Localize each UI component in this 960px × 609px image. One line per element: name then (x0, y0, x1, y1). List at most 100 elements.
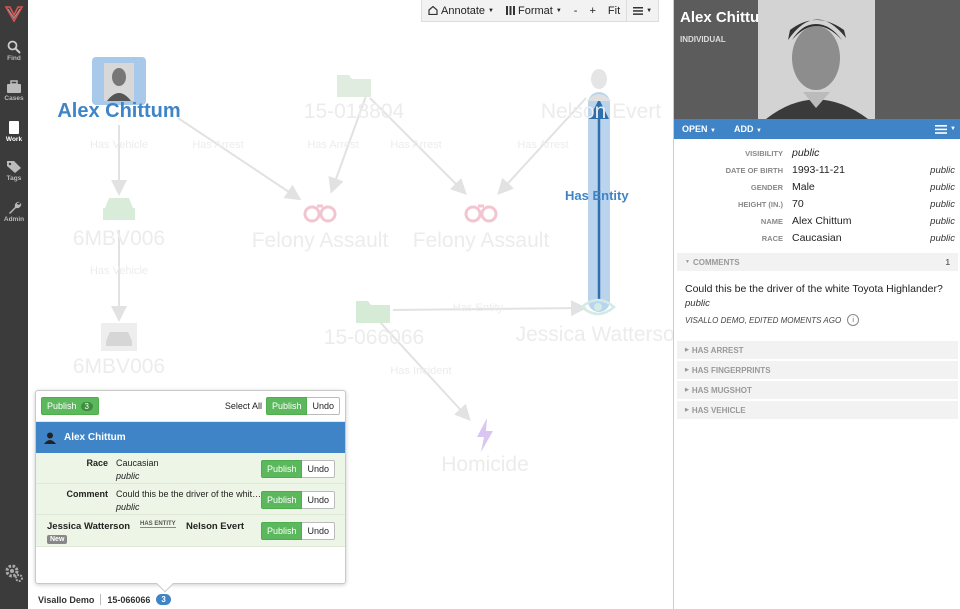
publish-row-undo-button[interactable]: Undo (302, 460, 335, 478)
publish-all-label: Publish (47, 401, 77, 411)
property-name[interactable]: NAME Alex Chittum public (674, 213, 960, 230)
folder-icon[interactable] (355, 296, 391, 324)
node-label-felony-assault-1[interactable]: Felony Assault (251, 229, 389, 252)
nav-admin[interactable]: Admin (0, 198, 28, 234)
section-has-fingerprints[interactable]: ▶ HAS FINGERPRINTS (677, 361, 958, 379)
property-visibility[interactable]: VISIBILITY public (674, 145, 960, 162)
zoom-in-button[interactable]: + (583, 0, 601, 22)
lightning-bolt-icon[interactable] (475, 418, 495, 452)
node-label-jessica-watterson[interactable]: Jessica Watterson (515, 323, 687, 346)
publish-row-relation: Jessica Watterson HAS ENTITY Nelson Ever… (36, 515, 345, 547)
person-silhouette-icon (44, 432, 56, 444)
nav-cases[interactable]: Cases (0, 78, 28, 114)
car-icon[interactable] (101, 194, 137, 224)
section-has-arrest[interactable]: ▶ HAS ARREST (677, 341, 958, 359)
zoom-out-button[interactable]: - (568, 0, 584, 22)
open-menu-button[interactable]: OPEN ▼ (682, 124, 716, 134)
publish-row-publish-button[interactable]: Publish (260, 491, 303, 509)
zoom-out-label: - (573, 4, 578, 17)
wrench-icon (8, 201, 21, 214)
publish-count-badge: 3 (80, 401, 93, 411)
home-icon (428, 6, 438, 15)
publish-row-race: Race Caucasian public Publish Undo (36, 453, 345, 484)
publish-row-toggle: Publish Undo (260, 491, 335, 509)
person-icon[interactable] (586, 67, 612, 101)
visallo-logo-icon[interactable] (4, 4, 24, 24)
property-value: 70 (792, 198, 804, 210)
publish-entity-name: Alex Chittum (64, 432, 126, 443)
comment-item: Could this be the driver of the white To… (685, 283, 955, 326)
property-height[interactable]: HEIGHT (IN.) 70 public (674, 196, 960, 213)
node-label-homicide[interactable]: Homicide (441, 453, 529, 476)
comments-label: COMMENTS (692, 257, 740, 267)
footer-count-badge[interactable]: 3 (156, 594, 171, 605)
format-button[interactable]: Format ▼ (500, 0, 568, 22)
property-key: VISIBILITY (745, 149, 783, 158)
property-list: VISIBILITY public DATE OF BIRTH 1993-11-… (674, 145, 960, 247)
relation-source: Jessica Watterson (47, 521, 131, 532)
nav-work[interactable]: Work (0, 118, 28, 154)
select-all-publish-button[interactable]: Publish (265, 397, 308, 415)
node-label-case-1[interactable]: 15-018804 (303, 100, 405, 123)
folder-icon[interactable] (336, 70, 372, 98)
gears-icon[interactable] (4, 562, 24, 582)
section-has-vehicle[interactable]: ▶ HAS VEHICLE (677, 401, 958, 419)
property-gender[interactable]: GENDER Male public (674, 179, 960, 196)
property-date-of-birth[interactable]: DATE OF BIRTH 1993-11-21 public (674, 162, 960, 179)
publish-entity-header[interactable]: Alex Chittum (36, 422, 345, 453)
property-visibility-value: public (930, 233, 955, 244)
edge-has-arrest-3 (369, 97, 467, 195)
publish-row-publish-button[interactable]: Publish (260, 460, 303, 478)
graph-menu-button[interactable]: ▼ (626, 0, 658, 22)
publish-all-button[interactable]: Publish 3 (41, 397, 99, 415)
publish-row-visibility: public (116, 471, 140, 481)
fit-button[interactable]: Fit (602, 0, 626, 22)
add-menu-button[interactable]: ADD ▼ (734, 124, 762, 134)
comments-section-header[interactable]: ▼ COMMENTS 1 (677, 253, 958, 271)
nav-tags[interactable]: Tags (0, 158, 28, 194)
format-label: Format (518, 4, 553, 17)
node-label-case-2[interactable]: 15-066066 (323, 326, 425, 349)
car-photo-icon[interactable] (101, 323, 137, 351)
publish-row-toggle: Publish Undo (260, 522, 335, 540)
publish-row-comment: Comment Could this be the driver of the … (36, 484, 345, 515)
publish-row-undo-button[interactable]: Undo (302, 522, 335, 540)
comment-author-time: VISALLO DEMO, EDITED MOMENTS AGO (685, 315, 842, 325)
nav-find-label: Find (7, 55, 21, 62)
publish-row-toggle: Publish Undo (260, 460, 335, 478)
select-all-label: Select All (224, 401, 262, 411)
nav-find[interactable]: Find (0, 38, 28, 74)
comment-visibility: public (685, 298, 710, 309)
annotate-button[interactable]: Annotate ▼ (422, 0, 500, 22)
node-label-vehicle-2[interactable]: 6MBV006 (72, 355, 166, 378)
property-race[interactable]: RACE Caucasian public (674, 230, 960, 247)
footer-user[interactable]: Visallo Demo (38, 594, 95, 605)
property-key: RACE (761, 234, 783, 243)
comment-meta: VISALLO DEMO, EDITED MOMENTS AGO i (685, 314, 955, 326)
selected-edge-label[interactable]: Has Entity (565, 188, 629, 203)
mugshot-photo[interactable] (758, 0, 875, 119)
eye-icon[interactable] (580, 297, 616, 317)
handcuffs-icon[interactable] (301, 196, 339, 226)
node-label-alex-chittum[interactable]: Alex Chittum (57, 100, 181, 122)
node-label-vehicle-1[interactable]: 6MBV006 (72, 227, 166, 250)
section-has-mugshot[interactable]: ▶ HAS MUGSHOT (677, 381, 958, 399)
node-alex-chittum-photo[interactable] (92, 57, 146, 105)
handcuffs-icon[interactable] (462, 196, 500, 226)
edge-label-has-entity-2: Has Entity (452, 302, 504, 314)
person-photo-icon (104, 63, 134, 101)
triangle-down-icon: ▼ (685, 259, 690, 265)
footer-case[interactable]: 15-066066 (107, 594, 151, 605)
node-label-felony-assault-2[interactable]: Felony Assault (412, 229, 550, 252)
info-icon[interactable]: i (847, 314, 860, 326)
inspector-menu-button[interactable]: ▼ (935, 124, 956, 134)
publish-row-publish-button[interactable]: Publish (260, 522, 303, 540)
nav-admin-label: Admin (3, 216, 25, 223)
graph-edges (111, 92, 610, 421)
node-label-nelson-evert[interactable]: Nelson Evert (540, 100, 662, 123)
property-key: DATE OF BIRTH (725, 166, 783, 175)
publish-row-undo-button[interactable]: Undo (302, 491, 335, 509)
section-label: HAS FINGERPRINTS (691, 365, 771, 375)
edge-label-has-vehicle-1: Has Vehicle (89, 139, 149, 151)
select-all-undo-button[interactable]: Undo (307, 397, 340, 415)
